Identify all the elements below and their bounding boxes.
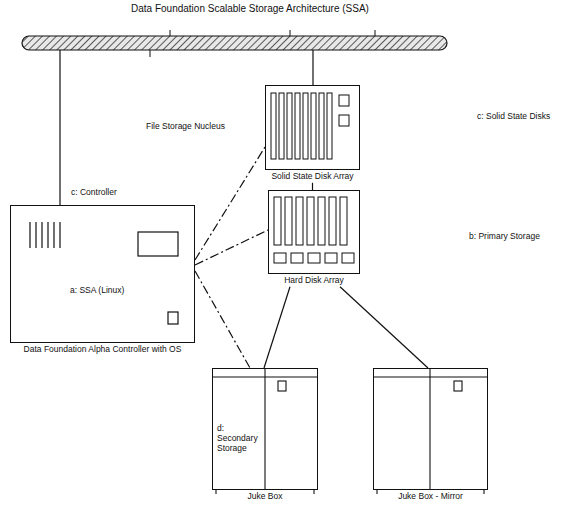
disk-array: Solid State Disk Array xyxy=(265,85,360,182)
callout-label: c: Controller xyxy=(70,188,118,198)
callout-label: d: Secondary Storage xyxy=(216,424,264,453)
data-link xyxy=(264,287,290,368)
disk-array: Hard Disk Array xyxy=(268,190,360,286)
jukebox: Juke Box - Mirror xyxy=(373,368,488,502)
hdd-slots xyxy=(274,197,354,263)
control-link xyxy=(195,271,250,368)
diagram-title: Data Foundation Scalable Storage Archite… xyxy=(130,3,370,15)
callout-label: b: Primary Storage xyxy=(468,232,541,242)
unit-caption: Solid State Disk Array xyxy=(270,172,354,182)
unit-label: a: SSA (Linux) xyxy=(69,286,125,296)
ssd-slots xyxy=(271,93,349,159)
bus-wire xyxy=(312,50,313,85)
controller-box: a: SSA (Linux) Data Foundation Alpha Cont… xyxy=(10,205,195,355)
unit-outline xyxy=(265,85,360,170)
unit-caption: Data Foundation Alpha Controller with OS xyxy=(23,345,183,355)
jukebox-body xyxy=(212,368,488,494)
ssa-bus xyxy=(22,30,447,57)
unit-outline xyxy=(268,190,360,274)
unit-outline: a: SSA (Linux) xyxy=(10,205,195,343)
unit-outline xyxy=(373,368,488,490)
unit-caption: Juke Box xyxy=(247,492,284,502)
controller-panel xyxy=(30,222,178,324)
data-link xyxy=(312,183,313,190)
bus-wire xyxy=(59,50,60,205)
data-link xyxy=(340,287,428,368)
control-link xyxy=(195,147,265,260)
callout-label: c: Solid State Disks xyxy=(476,112,551,122)
region-label: File Storage Nucleus xyxy=(145,122,226,132)
control-link xyxy=(195,230,268,265)
unit-caption: Juke Box - Mirror xyxy=(397,492,464,502)
unit-caption: Hard Disk Array xyxy=(283,276,345,286)
